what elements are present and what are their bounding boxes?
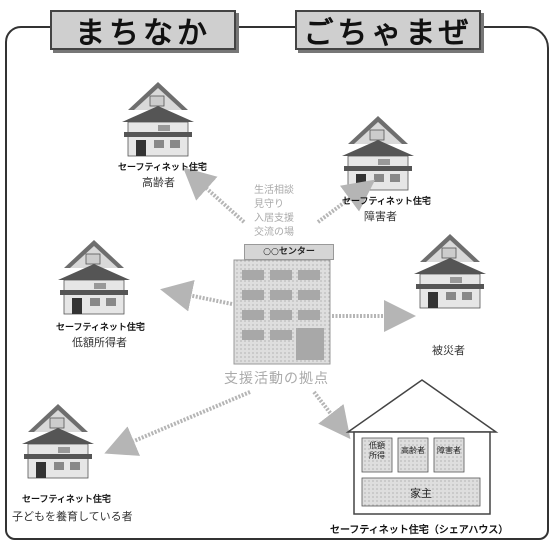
house-disaster-resident: 被災者	[432, 344, 465, 357]
house-disabled	[341, 115, 415, 191]
house-disaster	[413, 233, 487, 309]
center-name: ○○センター	[244, 244, 334, 260]
house-child-rearing	[21, 403, 95, 479]
room-disabled: 障害者	[437, 446, 461, 455]
house-child-resident: 子どもを養育している者	[12, 510, 133, 523]
diagram-frame	[5, 26, 549, 540]
support-base-label: 支援活動の拠点	[224, 371, 329, 387]
house-low-income-resident: 低額所得者	[72, 336, 127, 349]
house-disabled-resident: 障害者	[364, 210, 397, 223]
house-disabled-label: セーフティネット住宅	[342, 197, 431, 207]
share-house-label: セーフティネット住宅（シェアハウス）	[330, 525, 509, 536]
house-elderly	[121, 81, 195, 157]
arrows	[104, 167, 416, 456]
house-elderly-resident: 高齢者	[142, 176, 175, 189]
center-building	[233, 259, 331, 365]
house-low-income-label: セーフティネット住宅	[56, 323, 145, 333]
title-machinaka: まちなか	[50, 10, 236, 51]
share-house	[345, 379, 499, 515]
house-child-label: セーフティネット住宅	[22, 495, 111, 505]
room-elderly: 高齢者	[401, 446, 425, 455]
house-low-income	[57, 239, 131, 315]
room-low-income: 低額 所得	[369, 441, 385, 460]
title-gochamaze: ごちゃまぜ	[295, 10, 481, 51]
house-elderly-label: セーフティネット住宅	[118, 163, 207, 173]
room-landlord: 家主	[410, 487, 432, 500]
center-services: 生活相談 見守り 入居支援 交流の場	[254, 185, 294, 238]
